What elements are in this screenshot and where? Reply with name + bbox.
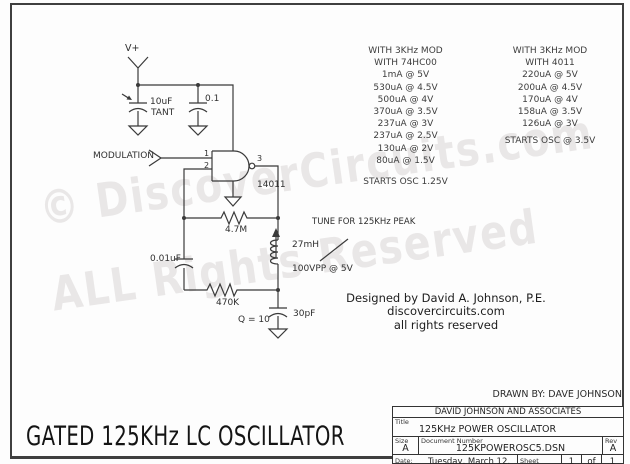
c4-value-label: 30pF — [293, 309, 316, 319]
vplus-rail-wire — [138, 84, 234, 151]
resistor-4p7m-icon — [184, 210, 278, 226]
col1-row: 530uA @ 4.5V — [373, 82, 438, 93]
col1-row: 237uA @ 3V — [377, 119, 434, 130]
title-block-date-row: Date: Tuesday, March 12, 2002 Sheet 1 of… — [393, 455, 623, 464]
cap-0p01uf-icon — [174, 218, 194, 290]
col2-row: 126uA @ 3V — [522, 119, 578, 130]
col2-row: 158uA @ 3.5V — [517, 107, 583, 118]
cap1-type-label: TANT — [151, 108, 175, 118]
output-wire — [255, 165, 279, 240]
l1-value-label: 27mH — [292, 240, 319, 250]
rev-cell: Rev A — [602, 437, 623, 454]
sheet-total-cell: 1 — [601, 455, 623, 464]
col2-footer: STARTS OSC @ 3.5V — [504, 136, 596, 147]
q-note-label: Q = 10 — [238, 315, 270, 325]
c3-value-label: 0.01uF — [150, 254, 181, 264]
tune-note-label: TUNE FOR 125KHz PEAK — [312, 217, 416, 227]
sheet-label-cell: Sheet — [517, 455, 561, 464]
measurements-4011: WITH 3KHz MOD WITH 4011 220uA @ 5V 200uA… — [500, 45, 600, 148]
r2-value-label: 470K — [216, 298, 240, 308]
col1-header1: WITH 3KHz MOD — [368, 46, 443, 56]
col1-row: 80uA @ 1.5V — [376, 155, 435, 166]
vpp-note-label: 100VPP @ 5V — [292, 264, 353, 274]
drawn-by-label: DRAWN BY: DAVE JOHNSON — [492, 389, 623, 400]
col2-row: 200uA @ 4.5V — [517, 82, 583, 93]
of-label: of — [587, 457, 596, 464]
cap-30pf-icon — [267, 290, 289, 339]
title-block-doc-row: Size A Document Number 125KPOWEROSC5.DSN… — [393, 437, 623, 455]
col1-footer: STARTS OSC 1.25V — [363, 177, 448, 188]
sheet-border — [10, 3, 624, 459]
doc-label: Document Number — [421, 437, 483, 445]
power-connector-icon — [127, 56, 149, 85]
col2-header2: WITH 4011 — [525, 58, 575, 69]
vplus-label: V+ — [125, 43, 140, 54]
size-label: Size — [395, 437, 409, 445]
title-value: 125KHz POWER OSCILLATOR — [419, 424, 557, 435]
sheet-number-cell: 1 — [561, 455, 581, 464]
cap2-value-label: 0.1 — [205, 94, 220, 104]
cap-0p1-icon — [187, 85, 209, 136]
inductor-27mh-icon — [269, 228, 280, 265]
rev-label: Rev — [605, 437, 618, 445]
date-label: Date: — [395, 457, 413, 464]
sheet-label: Sheet — [520, 457, 539, 464]
title-label: Title — [395, 418, 409, 426]
col1-header2: WITH 74HC00 — [374, 58, 437, 69]
pin2-wire — [183, 168, 212, 218]
title-block-title-row: Title 125KHz POWER OSCILLATOR — [393, 418, 623, 437]
col1-row: 370uA @ 3.5V — [373, 107, 438, 118]
col1-row: 1mA @ 5V — [381, 70, 430, 81]
measurements-74hc00: WITH 3KHz MOD WITH 74HC00 1mA @ 5V 530uA… — [358, 45, 453, 188]
designer-note: Designed by David A. Johnson, P.E. disco… — [345, 291, 547, 332]
date-label-cell: Date: — [393, 455, 421, 464]
pin2-label: 2 — [204, 161, 210, 170]
of-label-cell: of — [581, 455, 601, 464]
pin1-label: 1 — [204, 149, 210, 158]
tune-pointer-line — [319, 238, 349, 262]
junction-dots — [136, 83, 280, 292]
designer-line2: discovercircuits.com — [387, 304, 505, 319]
pin3-label: 3 — [257, 154, 263, 163]
rev-value: A — [609, 443, 617, 454]
doc-value: 125KPOWEROSC5.DSN — [455, 443, 566, 454]
cap1-value-label: 10uF — [150, 97, 173, 107]
cap-10uf-icon — [121, 85, 149, 136]
nand-gate-icon — [211, 150, 256, 207]
col2-row: 220uA @ 5V — [522, 70, 578, 81]
resistor-470k-icon — [184, 282, 278, 298]
doc-cell: Document Number 125KPOWEROSC5.DSN — [419, 437, 602, 454]
ground-icon — [223, 196, 243, 207]
date-value: Tuesday, March 12, 2002 — [427, 457, 511, 464]
page-title: GATED 125KHz LC OSCILLATOR — [26, 421, 345, 452]
col1-row: 500uA @ 4V — [377, 94, 434, 105]
title-block-company: DAVID JOHNSON AND ASSOCIATES — [393, 407, 623, 418]
modulation-label: MODULATION — [93, 151, 155, 161]
date-cell: Tuesday, March 12, 2002 — [421, 455, 517, 464]
col1-row: 237uA @ 2.5V — [373, 131, 438, 142]
sheet-total: 1 — [609, 457, 616, 464]
sheet-number: 1 — [568, 457, 575, 464]
ground-icon — [267, 328, 289, 339]
col2-header1: WITH 3KHz MOD — [512, 46, 588, 56]
gate-part-label: 14011 — [257, 180, 286, 190]
designer-line1: Designed by David A. Johnson, P.E. — [346, 291, 546, 305]
ground-icon — [127, 125, 149, 136]
col1-row: 130uA @ 2V — [377, 143, 434, 154]
size-cell: Size A — [393, 437, 419, 454]
ground-icon — [187, 125, 209, 136]
designer-line3: all rights reserved — [393, 317, 499, 332]
r1-value-label: 4.7M — [225, 225, 248, 235]
col2-row: 170uA @ 4V — [522, 94, 578, 105]
title-block: DAVID JOHNSON AND ASSOCIATES Title 125KH… — [392, 406, 624, 464]
size-value: A — [402, 443, 409, 454]
